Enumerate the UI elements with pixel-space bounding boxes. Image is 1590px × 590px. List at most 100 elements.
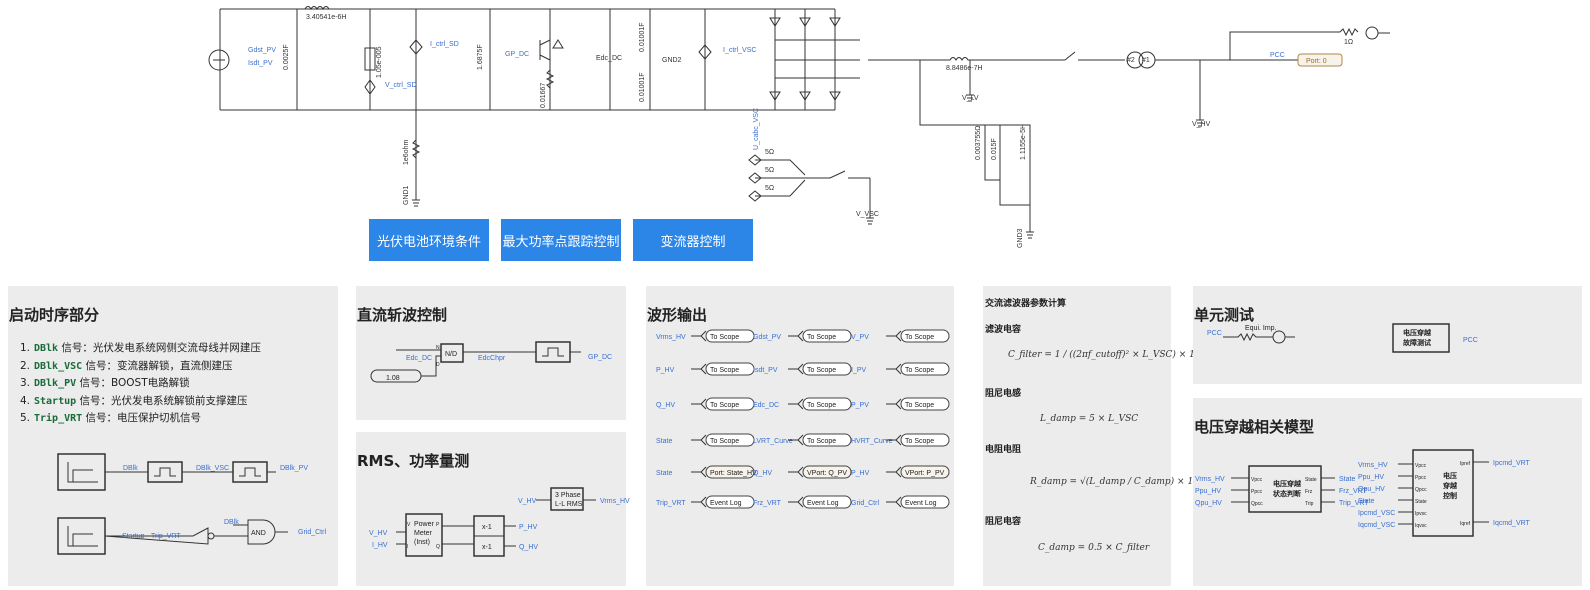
unit-block-2: 故障测试 xyxy=(1403,338,1431,347)
list-item: 4.Startup 信号：光伏发电系统解锁前支撑建压 xyxy=(20,394,248,407)
startup-signal-list: 1.DBlk 信号：光伏发电系统网侧交流母线并网建压 2.DBlk_VSC 信号… xyxy=(20,340,261,428)
filter-panel xyxy=(983,286,1171,586)
lbl-res-dc: 0.01667 xyxy=(540,83,547,108)
value-108: 1.08 xyxy=(386,375,400,382)
to-scope-block-box xyxy=(900,433,950,447)
signal-label: Q_HV xyxy=(753,470,772,477)
rms-title: RMS、功率量测 xyxy=(357,452,470,470)
rms-block-1: 3 Phase xyxy=(555,492,581,499)
edcchpr-label: EdcChpr xyxy=(478,355,506,362)
port-block-box xyxy=(705,465,755,479)
arrow-mark xyxy=(886,466,902,478)
to-scope-block: To Scope xyxy=(905,367,934,374)
rms-vrms-hv: Vrms_HV xyxy=(600,498,630,505)
lbl-res-small-2: 5Ω xyxy=(765,167,774,174)
vrt-input-label: Iqcmd_VSC xyxy=(1358,522,1395,529)
chopper-panel xyxy=(356,286,626,420)
filter-sec-4: 阻尼电容 xyxy=(985,517,1022,527)
to-scope-block: To Scope xyxy=(905,438,934,445)
vrt-input-label: State xyxy=(1358,498,1374,505)
lbl-filter-r: 0.003755Ω xyxy=(975,126,982,160)
signal-label: P_HV xyxy=(656,367,675,374)
vrt-input-label: Ipcmd_VSC xyxy=(1358,510,1395,517)
arrow-mark xyxy=(886,363,902,375)
to-scope-block: To Scope xyxy=(905,402,934,409)
signal-label: Gdst_PV xyxy=(753,334,781,341)
event-log-block-box xyxy=(705,495,755,509)
unit-equi: Equi. Imp. xyxy=(1245,325,1277,332)
edc-dc-label: Edc_DC xyxy=(406,355,432,362)
arrow-mark xyxy=(691,398,707,410)
startup-diagram: DBlk DBlk_VSC DBlk_PV Startup Trip_VRT D… xyxy=(57,453,326,555)
converter-control-button[interactable]: 变流器控制 xyxy=(633,219,753,261)
lbl-vsc-src: U_cabc_VSC xyxy=(753,108,760,150)
lbl-res-small-3: 5Ω xyxy=(765,185,774,192)
list-item: 3.DBlk_PV 信号：BOOST电路解锁 xyxy=(20,377,190,389)
vrt-output-label: State xyxy=(1339,476,1355,483)
rms-v-hv: V_HV xyxy=(518,498,537,505)
lbl-filter-l: 1.1155e-5H xyxy=(1020,124,1027,160)
vrt-panel xyxy=(1193,398,1582,586)
arrow-mark xyxy=(886,434,902,446)
signal-label: State xyxy=(656,470,672,477)
port-label: Ipref xyxy=(1460,461,1471,467)
vrt-block2-title-3: 控制 xyxy=(1443,491,1457,500)
d-dblk2: DBlk xyxy=(224,519,239,526)
d-and: AND xyxy=(251,530,266,537)
signal-label: Q_HV xyxy=(656,402,675,409)
gain-2: x-1 xyxy=(482,544,492,551)
lbl-res-gnd: 1e6ohm xyxy=(403,140,410,165)
to-scope-block-box xyxy=(705,397,755,411)
port-block-box xyxy=(900,465,950,479)
to-scope-block-box xyxy=(705,433,755,447)
signal-label: Frz_VRT xyxy=(753,500,782,507)
port-label: Vpcc xyxy=(1415,463,1427,469)
lbl-xfmr-1: #1 xyxy=(1142,57,1150,64)
vrt-block1-title-1: 电压穿越 xyxy=(1273,479,1302,488)
lbl-res-grid: 1Ω xyxy=(1344,39,1353,46)
to-scope-block: To Scope xyxy=(710,438,739,445)
lbl-v-hv: V_HV xyxy=(1192,121,1211,128)
port-label: Qpcc xyxy=(1251,501,1263,507)
filter-title: 交流滤波器参数计算 xyxy=(985,299,1067,309)
lbl-cap-dc2: 0.01001F xyxy=(639,22,646,52)
unit-block-1: 电压穿越 xyxy=(1403,328,1432,337)
vrt-block1-title-2: 状态判断 xyxy=(1273,489,1301,498)
nd-d: D xyxy=(436,362,440,368)
to-scope-block: To Scope xyxy=(710,334,739,341)
d-grid-ctrl: Grid_Ctrl xyxy=(298,529,326,536)
to-scope-block-box xyxy=(705,329,755,343)
mppt-control-button[interactable]: 最大功率点跟踪控制 xyxy=(501,219,621,261)
signal-label: Vrms_HV xyxy=(656,334,686,341)
list-item: 5.Trip_VRT 信号：电压保护切机信号 xyxy=(20,412,202,424)
vrt-state-block xyxy=(1248,465,1322,513)
vrt-title: 电压穿越相关模型 xyxy=(1194,418,1315,436)
rms-panel xyxy=(356,432,626,586)
filter-formula-1: C_filter = 1 / ((2πf_cutoff)² × L_VSC) ×… xyxy=(1008,350,1205,360)
arrow-mark xyxy=(788,398,804,410)
pv-environment-button[interactable]: 光伏电池环境条件 xyxy=(369,219,489,261)
vrt-input-label: Ppu_HV xyxy=(1195,488,1221,495)
to-scope-block: To Scope xyxy=(905,334,934,341)
to-scope-block: To Scope xyxy=(807,367,836,374)
d-dblk-vsc: DBlk_VSC xyxy=(196,465,229,472)
vrt-input-label: Vrms_HV xyxy=(1358,462,1388,469)
chopper-diagram: Edc_DC 1.08 N/D N D EdcChpr GP_DC xyxy=(370,341,612,383)
arrow-mark xyxy=(691,434,707,446)
port-label: Iqref xyxy=(1460,521,1471,527)
port-label: Ppcc xyxy=(1415,475,1427,481)
vrt-block2-title-1: 电压 xyxy=(1443,471,1457,480)
lbl-res-pv: 1.05e-005 xyxy=(376,46,383,78)
rms-p-hv: P_HV xyxy=(519,524,538,531)
lbl-edc-dc: Edc_DC xyxy=(596,55,622,62)
vrt-input-label: Qpu_HV xyxy=(1195,500,1222,507)
port-label: Iqvsc xyxy=(1415,523,1427,529)
event-log-block: Event Log xyxy=(710,500,742,507)
lbl-v-vsc: V_VSC xyxy=(856,211,879,218)
arrow-mark xyxy=(691,330,707,342)
to-scope-block-box xyxy=(900,329,950,343)
d-trip-vrt: Trip_VRT xyxy=(151,533,181,540)
port-0: Port: 0 xyxy=(1306,58,1327,65)
